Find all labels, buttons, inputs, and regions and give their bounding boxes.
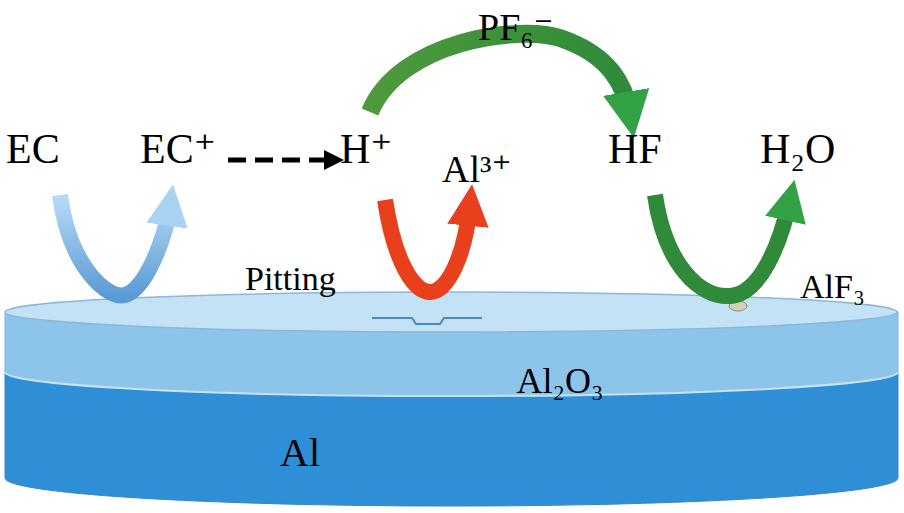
layer-boundary [5, 372, 898, 396]
ion-label: Al³⁺ [442, 150, 511, 188]
metal-layer-label: Al [280, 433, 320, 473]
layer-band: Al [272, 429, 328, 477]
proton-label: H⁺ [340, 128, 393, 170]
anion-label: PF₆⁻ [478, 8, 554, 46]
oxidized-solvent-label: EC⁺ [140, 128, 216, 170]
oxide-layer-label: Al₂O₃ [516, 363, 603, 399]
layer-band: Al₂O₃ [508, 359, 611, 403]
product-label: AlF₃ [800, 270, 865, 304]
dashed-arrow [228, 158, 330, 163]
solvent-label: EC [6, 128, 60, 170]
fluorination-arrow [655, 195, 790, 296]
top-surface [5, 292, 897, 332]
process-label: Pitting [245, 262, 336, 296]
pit-mark [372, 318, 482, 324]
pitting-arrow [385, 200, 470, 292]
acid-label: HF [608, 128, 662, 170]
oxidation-arrow [60, 195, 170, 296]
water-label: H₂O [760, 128, 835, 170]
